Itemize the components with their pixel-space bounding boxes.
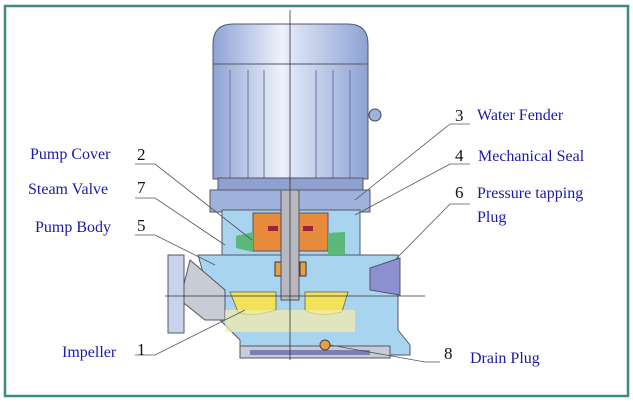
label-number: 8 <box>444 344 453 363</box>
label-pump-body: Pump Body <box>35 219 112 236</box>
label-mechanical-seal: Mechanical Seal <box>478 148 585 165</box>
label-number: 1 <box>137 340 146 359</box>
label-number: 3 <box>455 106 464 125</box>
label-pump-cover: Pump Cover <box>30 146 111 163</box>
frame-border <box>3 4 630 398</box>
label-number: 5 <box>137 216 146 235</box>
label-impeller: Impeller <box>62 344 117 361</box>
drain-plug-icon <box>319 339 331 351</box>
label-number: 4 <box>455 146 464 165</box>
label-water-fender: Water Fender <box>477 107 564 124</box>
motor <box>209 23 382 213</box>
label-number: 2 <box>137 145 146 164</box>
label-pressure-tapping-line2: Plug <box>477 209 507 226</box>
label-pressure-tapping: Pressure tapping <box>477 185 584 202</box>
leader-lines <box>135 123 470 363</box>
label-number: 7 <box>137 178 146 197</box>
label-steam-valve: Steam Valve <box>28 181 109 198</box>
label-number: 6 <box>455 183 464 202</box>
label-drain-plug: Drain Plug <box>470 350 540 367</box>
